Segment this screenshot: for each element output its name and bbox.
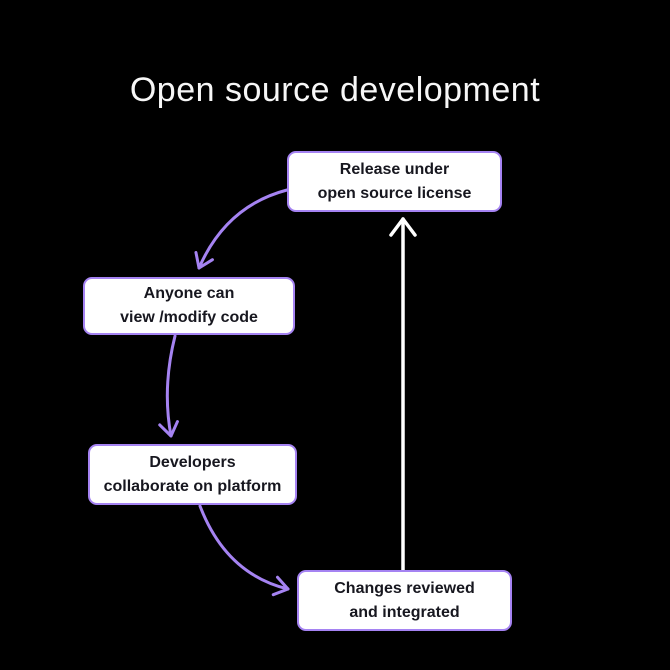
node-collaborate: Developers collaborate on platform <box>88 444 297 505</box>
node-review-integrate-line2: and integrated <box>349 603 460 621</box>
arrow-release-to-view <box>194 188 289 270</box>
diagram-title: Open source development <box>129 71 541 109</box>
node-view-modify-line2: view /modify code <box>120 309 258 326</box>
arrow-collaborate-to-review <box>198 504 290 597</box>
node-collaborate-line2: collaborate on platform <box>103 477 282 495</box>
node-review-integrate: Changes reviewed and integrated <box>297 570 512 631</box>
node-release-license-line2: open source license <box>317 184 472 202</box>
node-release-license: Release under open source license <box>287 151 502 212</box>
node-release-license-line1: Release under <box>339 160 450 178</box>
arrow-view-to-collaborate <box>158 334 179 438</box>
node-view-modify: Anyone can view /modify code <box>83 277 295 335</box>
node-view-modify-line1: Anyone can <box>143 285 235 302</box>
node-review-integrate-line1: Changes reviewed <box>334 579 475 597</box>
node-collaborate-line1: Developers <box>149 453 236 471</box>
